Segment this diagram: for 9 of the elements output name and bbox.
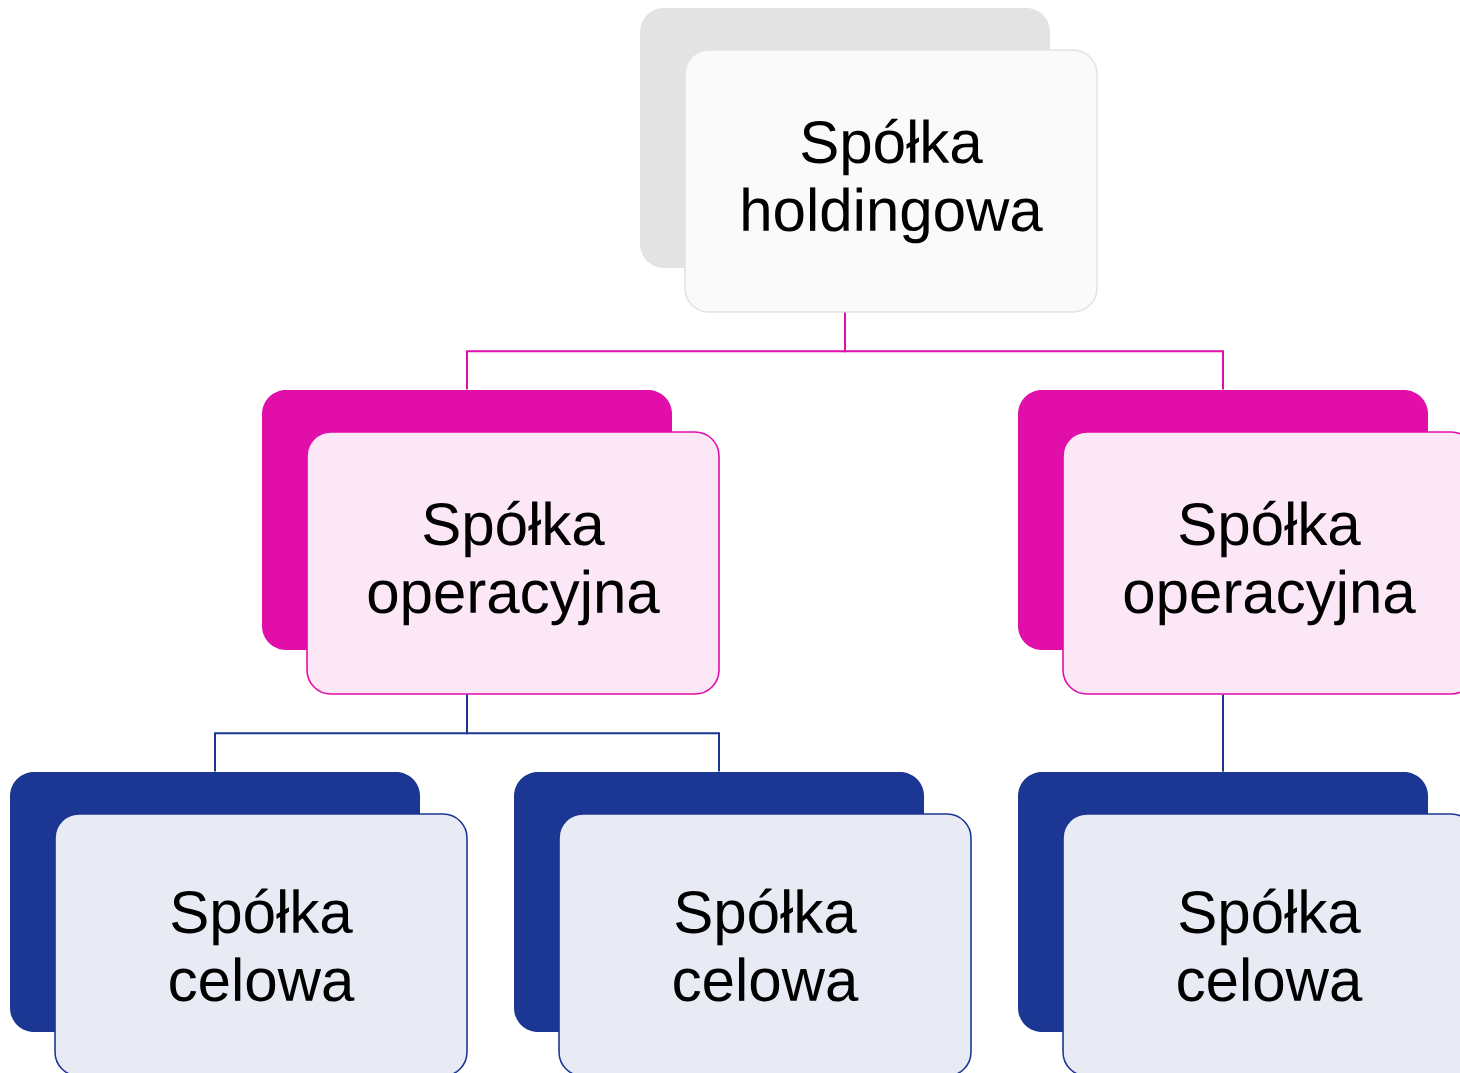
org-chart-box: Spółka holdingowa	[640, 8, 1098, 313]
org-chart-box: Spółka operacyjna	[1018, 390, 1460, 695]
org-chart-box: Spółka celowa	[514, 772, 972, 1073]
org-chart-box: Spółka operacyjna	[262, 390, 720, 695]
connector-line	[1222, 693, 1224, 773]
org-chart-box: Spółka celowa	[10, 772, 468, 1073]
org-chart-box: Spółka celowa	[1018, 772, 1460, 1073]
connector-line	[844, 311, 1224, 391]
connector-line	[466, 693, 720, 773]
